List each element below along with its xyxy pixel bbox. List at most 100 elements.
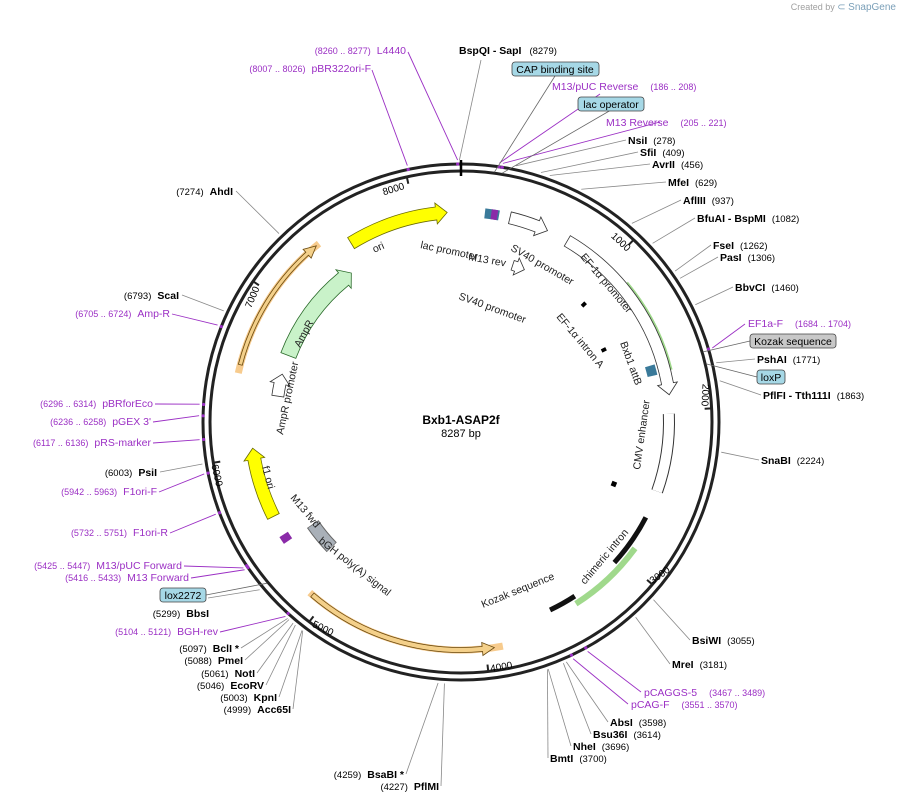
- primer-bgh-rev[interactable]: (5104 .. 5121)BGH-rev: [115, 626, 219, 638]
- primer-m13-reverse[interactable]: M13 Reverse(205 .. 221): [606, 117, 726, 129]
- site-nsii[interactable]: NsiI(278): [628, 135, 675, 147]
- site-noti[interactable]: (5061)NotI: [201, 668, 255, 680]
- site-pflmi[interactable]: (4227)PflMI: [380, 781, 439, 793]
- primer-m13-puc-reverse[interactable]: M13/pUC Reverse(186 .. 208): [552, 81, 696, 93]
- feature-kozak-label: Kozak sequence: [480, 571, 557, 611]
- tick-label-7000: 7000: [244, 285, 263, 310]
- site-bbvci[interactable]: BbvCI(1460): [735, 282, 799, 294]
- feature-arc-ef1a-promoter: [563, 235, 679, 396]
- feature-arc-m13-fwd: [279, 531, 293, 544]
- site-psii[interactable]: (6003)PsiI: [105, 467, 157, 479]
- credit-brand: SnapGene: [848, 2, 896, 13]
- leader-site-22: [207, 589, 260, 599]
- tick-label-6000: 6000: [208, 463, 224, 488]
- leader-site-4: [581, 181, 667, 190]
- site-acc65i[interactable]: (4999)Acc65I: [224, 704, 291, 716]
- primer-pcag-f[interactable]: pCAG-F(3551 .. 3570): [631, 699, 738, 711]
- leader-primer-6: [572, 658, 629, 705]
- site-bsiwi[interactable]: BsiWI(3055): [692, 635, 755, 647]
- site-pflfi[interactable]: PflFI - Tth111I(1863): [763, 390, 864, 402]
- primer-mark-1: [406, 167, 410, 172]
- tick-label-2000: 2000: [698, 384, 710, 407]
- site-bmti[interactable]: BmtI(3700): [550, 753, 607, 765]
- feature-arcs: [234, 202, 679, 657]
- tick-label-3000: 3000: [648, 564, 673, 586]
- box-lox2272[interactable]: lox2272: [159, 587, 207, 603]
- feature-bxb1-attb-label: Bxb1 attB: [617, 340, 644, 387]
- feature-arc-ori: [347, 202, 448, 250]
- primer-amp-r[interactable]: (6705 .. 6724)Amp-R: [75, 308, 170, 320]
- primer-mark-12: [217, 511, 222, 515]
- feature-arc-orange-left: [237, 245, 317, 366]
- feature-arc-bgh-polya: [308, 521, 336, 551]
- leader-site-28: [292, 630, 304, 710]
- leader-primer-14: [190, 569, 245, 579]
- primer-mark-8: [201, 402, 206, 407]
- feature-sv40-promoter-2-label: SV40 promoter: [457, 291, 528, 327]
- highlight-band-intron: [574, 546, 638, 607]
- leader-primer-4: [712, 323, 746, 349]
- site-mfei[interactable]: MfeI(629): [668, 177, 717, 189]
- primer-m13-forward[interactable]: (5416 .. 5433)M13 Forward: [65, 572, 189, 584]
- primer-pgex-3[interactable]: (6236 .. 6258)pGEX 3': [50, 416, 151, 428]
- site-bcli[interactable]: (5097)BclI *: [179, 643, 240, 655]
- site-nhei[interactable]: NheI(3696): [573, 741, 629, 753]
- box-cap-binding-site[interactable]: CAP binding site: [511, 61, 600, 77]
- leader-site-10: [716, 358, 756, 364]
- primer-pbr322ori-f[interactable]: (8007 .. 8026)pBR322ori-F: [249, 63, 371, 75]
- box-kozak-sequence[interactable]: Kozak sequence: [749, 333, 837, 349]
- site-absi[interactable]: AbsI(3598): [610, 717, 666, 729]
- boxed-labels: CAP binding site lac operator Kozak sequ…: [159, 61, 837, 603]
- site-bfuai[interactable]: BfuAI - BspMI(1082): [697, 213, 799, 225]
- site-avrii[interactable]: AvrII(456): [652, 159, 703, 171]
- leader-box-2: [702, 340, 751, 353]
- primer-f1ori-r[interactable]: (5732 .. 5751)F1ori-R: [71, 527, 168, 539]
- leader-site-2: [540, 151, 639, 173]
- primer-prs-marker[interactable]: (6117 .. 6136)pRS-marker: [33, 437, 151, 449]
- feature-arc-m13-rev: [490, 209, 499, 221]
- leader-site-18: [547, 669, 549, 759]
- primer-m13-puc-forward[interactable]: (5425 .. 5447)M13/pUC Forward: [34, 560, 182, 572]
- box-loxp[interactable]: loxP: [756, 369, 786, 385]
- box-kozak-label: Kozak sequence: [754, 336, 832, 348]
- primer-l4440[interactable]: (8260 .. 8277)L4440: [315, 45, 406, 57]
- feature-arc-chimeric-intron: [612, 516, 649, 565]
- credit-prefix: Created by: [790, 2, 835, 12]
- right-restriction-sites: BspQI - SapI(8279) NsiI(278) SfiI(409) A…: [459, 45, 864, 765]
- site-bsabi[interactable]: (4259)BsaBI *: [334, 769, 405, 781]
- primer-pbrforeco[interactable]: (6296 .. 6314)pBRforEco: [40, 398, 153, 410]
- site-afliii[interactable]: AflIII(937): [683, 195, 734, 207]
- site-kpni[interactable]: (5003)KpnI: [220, 692, 277, 704]
- site-bbsi[interactable]: (5299)BbsI: [153, 608, 209, 620]
- leader-primer-9: [152, 415, 200, 423]
- site-pshai[interactable]: PshAI(1771): [757, 354, 820, 366]
- leader-site-24: [244, 619, 290, 661]
- box-lac-operator[interactable]: lac operator: [577, 96, 645, 112]
- primer-pcaggs-5[interactable]: pCAGGS-5(3467 .. 3489): [644, 687, 765, 699]
- primer-ef1a-f[interactable]: EF1a-F(1684 .. 1704): [748, 318, 851, 330]
- site-sfii[interactable]: SfiI(409): [640, 147, 685, 159]
- site-snabi[interactable]: SnaBI(2224): [761, 455, 824, 467]
- site-ahdi[interactable]: (7274)AhdI: [176, 186, 233, 198]
- site-pmei[interactable]: (5088)PmeI: [184, 655, 243, 667]
- site-ecorv[interactable]: (5046)EcoRV: [197, 680, 264, 692]
- feature-bgh-polya-label: bGH poly(A) signal: [316, 535, 393, 599]
- primer-f1ori-f[interactable]: (5942 .. 5963)F1ori-F: [61, 486, 157, 498]
- leader-site-8: [679, 256, 719, 279]
- leader-box-4: [205, 582, 268, 596]
- site-bsu36i[interactable]: Bsu36I(3614): [593, 729, 661, 741]
- site-bspqi[interactable]: BspQI - SapI(8279): [459, 45, 557, 57]
- site-pasi[interactable]: PasI(1306): [720, 252, 775, 264]
- tick-mark-6: [213, 460, 221, 464]
- feature-arc-intron-mark: [610, 480, 618, 488]
- leader-primer-11: [158, 473, 205, 493]
- feature-arc-sv40-promoter-2: [510, 256, 525, 276]
- snapgene-credit: Created by ⊂ SnapGene: [791, 2, 896, 13]
- site-fsei[interactable]: FseI(1262): [713, 240, 767, 252]
- site-scai[interactable]: (6793)ScaI: [124, 290, 179, 302]
- primer-labels: (8260 .. 8277)L4440 (8007 .. 8026)pBR322…: [33, 45, 851, 711]
- tick-mark-4: [486, 664, 490, 672]
- site-mrei[interactable]: MreI(3181): [672, 659, 727, 671]
- feature-arc-cmv-enhancer: [652, 413, 674, 494]
